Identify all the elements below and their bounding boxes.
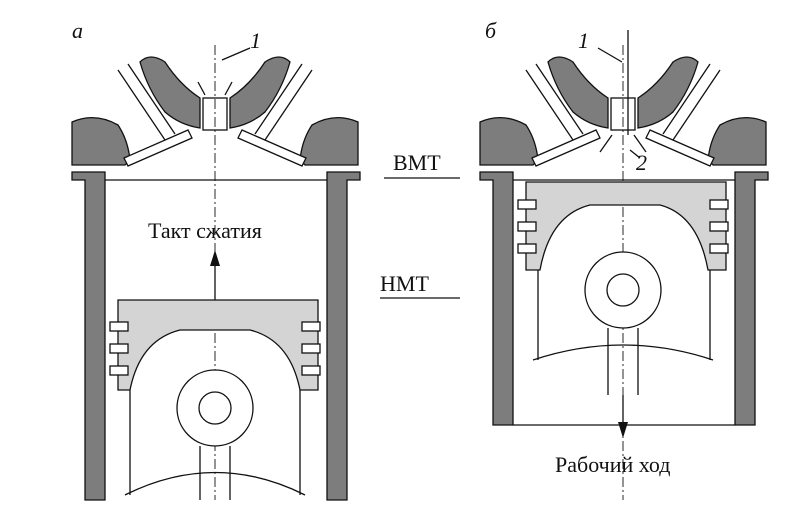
cylinder-wall-right-a (326, 171, 361, 501)
piston-b (525, 181, 727, 271)
stroke-label-b: Рабочий ход (555, 452, 670, 477)
piston-a (117, 299, 319, 391)
cylinder-wall-right-b (734, 171, 769, 426)
stroke-label-a: Такт сжатия (148, 218, 262, 243)
cylinder-wall-left-b (479, 171, 514, 426)
panel-b-letter: б (485, 18, 497, 43)
arrow-down-icon (618, 422, 628, 438)
bdc-label: НМТ (380, 271, 429, 296)
panel-b-power (479, 30, 769, 501)
callout-1-b: 1 (578, 28, 589, 53)
callout-2-b: 2 (636, 150, 647, 175)
panel-a-letter: а (72, 18, 83, 43)
callout-1-a: 1 (250, 28, 261, 53)
cylinder-wall-left-a (71, 171, 106, 501)
panel-a-compression (71, 44, 361, 501)
tdc-label: ВМТ (393, 150, 441, 175)
arrow-up-icon (210, 250, 220, 266)
